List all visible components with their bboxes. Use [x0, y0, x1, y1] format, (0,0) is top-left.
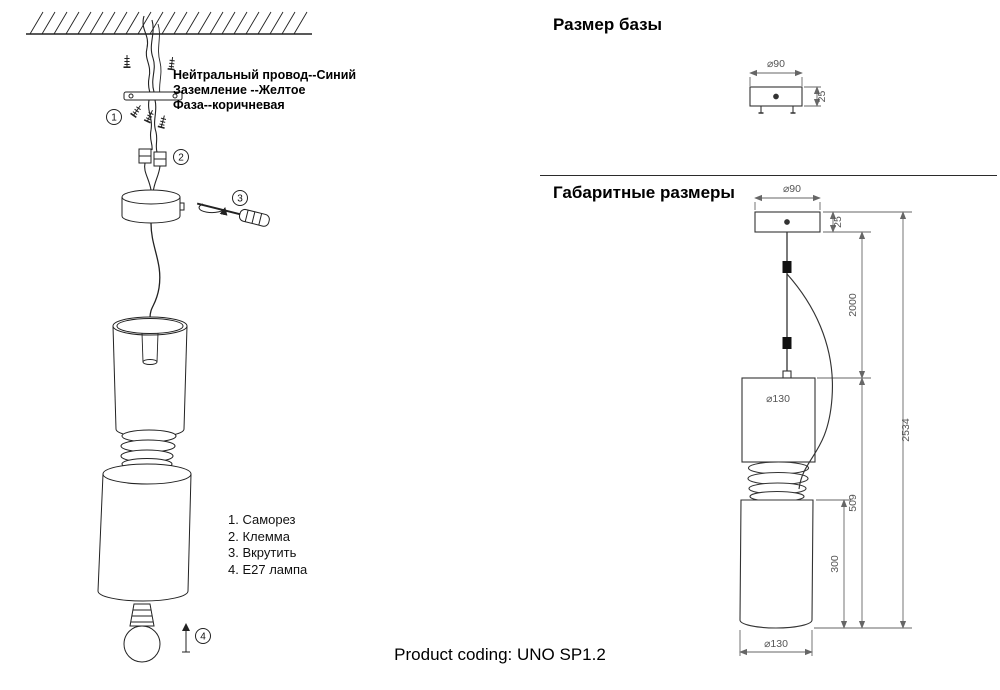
overall-base-diameter-dim: ⌀90 — [783, 183, 801, 195]
glass-shade — [112, 316, 188, 438]
wire-label-phase: Фаза--коричневая — [173, 98, 285, 112]
step-marker-2: 2 — [173, 149, 189, 165]
wire-label-ground: Заземление --Желтое — [173, 83, 306, 97]
svg-text:4: 4 — [200, 632, 206, 643]
base-size-drawing: ⌀90 25 — [749, 58, 828, 114]
lamp-height-dim: 509 — [847, 494, 859, 512]
overall-drawing: ⌀90 25 2000 ⌀130 2534 509 300 ⌀130 — [739, 183, 912, 656]
step-marker-3: 3 — [232, 190, 248, 206]
canopy-cup — [121, 189, 185, 224]
lamp-body — [97, 463, 192, 602]
overall-size-title: Габаритные размеры — [553, 183, 735, 202]
rotate-arrow-icon — [198, 203, 228, 216]
light-bulb — [123, 603, 161, 663]
legend-item-3: 3. Вкрутить — [228, 545, 297, 560]
screwdriver — [196, 202, 270, 227]
wire-length-dim: 2000 — [847, 293, 859, 317]
ceiling-hatching — [26, 11, 312, 35]
assembly-diagram: 1 2 3 4 — [26, 11, 312, 663]
bottom-diameter-dim: ⌀130 — [764, 638, 788, 650]
lamp-outline — [739, 211, 834, 629]
section-divider — [540, 175, 997, 176]
total-height-dim: 2534 — [900, 418, 912, 442]
product-coding: Product coding: UNO SP1.2 — [394, 645, 606, 664]
middle-wires — [148, 99, 158, 153]
overall-base-height-dim: 25 — [832, 216, 844, 228]
dimension-lines — [739, 194, 912, 656]
ceiling-wires — [142, 15, 162, 98]
legend-item-4: 4. E27 лампа — [228, 561, 308, 577]
svg-text:3: 3 — [237, 194, 243, 205]
step-marker-4: 4 — [195, 628, 211, 644]
mounting-plate — [123, 91, 183, 101]
dimension-drawings: ⌀90 25 — [739, 58, 912, 656]
shade-diameter-dim: ⌀130 — [766, 393, 790, 405]
body-height-dim: 300 — [829, 555, 841, 573]
base-diameter-dim: ⌀90 — [767, 58, 785, 70]
parts-legend: 1. Саморез 2. Клемма 3. Вкрутить 4. E27 … — [228, 512, 307, 578]
base-height-dim: 25 — [816, 91, 828, 103]
legend-item-1: 1. Саморез — [228, 512, 296, 527]
base-size-title: Размер базы — [553, 15, 663, 34]
wire-label-neutral: Нейтральный провод--Синий — [173, 68, 357, 82]
wire-color-labels: Нейтральный провод--Синий Заземление --Ж… — [173, 68, 356, 113]
legend-item-2: 2. Клемма — [228, 528, 290, 544]
base-plate — [749, 86, 803, 114]
terminal-blocks — [138, 148, 167, 194]
insert-arrow-icon — [182, 623, 190, 653]
svg-text:1: 1 — [111, 113, 117, 124]
suspension-wire — [149, 222, 161, 319]
step-marker-1: 1 — [106, 109, 122, 125]
svg-text:2: 2 — [178, 153, 184, 164]
